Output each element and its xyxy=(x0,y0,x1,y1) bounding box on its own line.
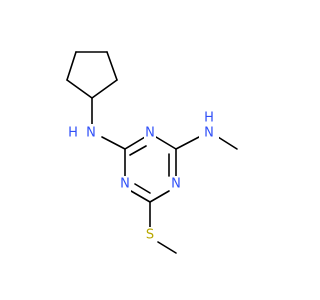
atom-n-ring-right: N xyxy=(170,176,182,192)
atom-nh-methyl: H N xyxy=(199,111,219,144)
triazine-ring xyxy=(124,136,177,203)
atom-n-ring-left: N xyxy=(119,176,131,192)
bond xyxy=(217,136,238,150)
bond xyxy=(155,136,177,150)
bond xyxy=(129,145,147,156)
atom-symbol: N xyxy=(171,177,181,192)
atom-n-ring-top: N xyxy=(144,125,156,141)
atom-symbol: N xyxy=(120,177,130,192)
bond xyxy=(130,190,151,203)
bond xyxy=(175,136,200,150)
atom-symbol-h: H xyxy=(204,111,214,126)
atom-symbol: S xyxy=(146,228,154,243)
atom-s-thio: S xyxy=(144,227,156,243)
molecule-canvas: N N N H N H N S xyxy=(64,51,238,254)
bond xyxy=(66,79,93,99)
molecule-structure: N N N H N H N S xyxy=(64,51,238,254)
bond xyxy=(124,136,146,150)
bond xyxy=(149,190,170,203)
atom-symbol-h: H xyxy=(68,126,78,141)
atom-nh-cyclopentyl: H N xyxy=(64,124,100,142)
bond xyxy=(66,51,77,81)
cyclopentyl-ring xyxy=(66,51,118,99)
bond xyxy=(101,136,126,150)
bond xyxy=(91,79,118,99)
bond xyxy=(134,183,151,194)
bond xyxy=(106,51,118,81)
atom-symbol: N xyxy=(145,126,155,141)
atom-symbol-n: N xyxy=(204,126,214,141)
atom-symbol-n: N xyxy=(86,126,96,141)
bond xyxy=(157,241,177,254)
